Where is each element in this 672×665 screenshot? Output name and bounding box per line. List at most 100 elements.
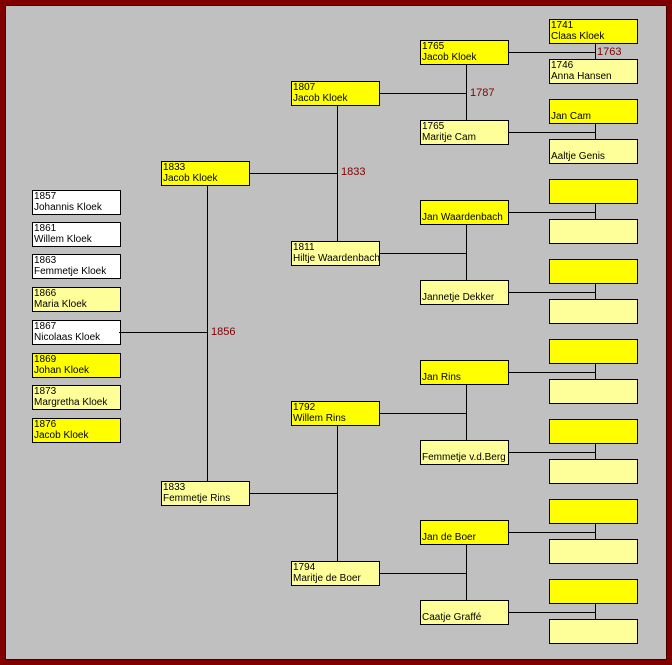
couple-line xyxy=(466,65,467,120)
birth-year xyxy=(551,500,637,511)
couple-line xyxy=(337,426,338,561)
birth-year xyxy=(551,620,637,631)
person-name: Jannetje Dekker xyxy=(422,292,495,303)
person-box[interactable]: Jannetje Dekker xyxy=(420,280,509,305)
person-name: Willem Kloek xyxy=(34,234,92,245)
birth-year: 1794 xyxy=(293,562,316,573)
person-name xyxy=(551,311,637,322)
birth-year: 1765 xyxy=(422,41,445,52)
connector xyxy=(249,173,337,174)
person-name: Anna Hansen xyxy=(551,71,612,82)
couple-line xyxy=(595,364,596,379)
person-box[interactable]: Jan Waardenbach xyxy=(420,200,509,225)
person-box[interactable] xyxy=(549,339,638,364)
person-name: Aaltje Genis xyxy=(551,151,605,162)
person-name xyxy=(551,551,637,562)
birth-year: 1876 xyxy=(34,419,57,430)
marriage-year: 1833 xyxy=(341,166,366,178)
person-name: Maritje Cam xyxy=(422,132,476,143)
person-name: Jacob Kloek xyxy=(163,173,218,184)
birth-year xyxy=(551,580,637,591)
person-name xyxy=(551,271,637,282)
person-name: Caatje Graffé xyxy=(422,612,482,623)
person-name xyxy=(551,511,637,522)
person-box[interactable]: Femmetje v.d.Berg xyxy=(420,440,509,465)
connector xyxy=(379,573,466,574)
person-box[interactable] xyxy=(549,259,638,284)
couple-line xyxy=(595,524,596,539)
person-name: Jan Rins xyxy=(422,372,461,383)
person-name xyxy=(551,631,637,642)
person-box[interactable] xyxy=(549,299,638,324)
birth-year xyxy=(551,420,637,431)
birth-year xyxy=(551,300,637,311)
person-name: Claas Kloek xyxy=(551,31,605,42)
couple-line xyxy=(466,545,467,600)
birth-year: 1811 xyxy=(293,242,315,253)
person-name: Maritje de Boer xyxy=(293,573,361,584)
marriage-year: 1763 xyxy=(597,46,622,58)
couple-line xyxy=(595,444,596,459)
birth-year: 1792 xyxy=(293,402,316,413)
parents-couple-line xyxy=(207,186,208,481)
person-name: Femmetje v.d.Berg xyxy=(422,452,506,463)
birth-year: 1741 xyxy=(551,20,574,31)
couple-line xyxy=(466,385,467,440)
birth-year: 1833 xyxy=(163,482,186,493)
person-box[interactable] xyxy=(549,219,638,244)
person-box[interactable] xyxy=(549,619,638,644)
person-name xyxy=(551,191,637,202)
marriage-year: 1787 xyxy=(470,87,495,99)
birth-year: 1861 xyxy=(34,223,57,234)
person-box[interactable] xyxy=(549,579,638,604)
birth-year xyxy=(422,361,508,372)
person-box[interactable]: Caatje Graffé xyxy=(420,600,509,625)
couple-line xyxy=(595,124,596,139)
person-box[interactable]: Jan Rins xyxy=(420,360,509,385)
person-box[interactable]: Aaltje Genis xyxy=(549,139,638,164)
birth-year xyxy=(422,441,508,452)
birth-year xyxy=(551,220,637,231)
person-box[interactable] xyxy=(549,179,638,204)
person-name: Femmetje Kloek xyxy=(34,266,107,277)
person-box[interactable]: Jan Cam xyxy=(549,99,638,124)
birth-year xyxy=(551,340,637,351)
connector xyxy=(508,292,595,293)
person-name: Jacob Kloek xyxy=(293,93,348,104)
couple-line xyxy=(595,284,596,299)
person-box[interactable] xyxy=(549,459,638,484)
person-box[interactable] xyxy=(549,499,638,524)
person-name: Jan de Boer xyxy=(422,532,476,543)
person-name: Johannis Kloek xyxy=(34,202,102,213)
person-box[interactable] xyxy=(549,419,638,444)
birth-year: 1867 xyxy=(34,321,57,332)
marriage-year: 1856 xyxy=(211,326,236,338)
couple-line xyxy=(595,204,596,219)
connector xyxy=(249,493,337,494)
birth-year: 1863 xyxy=(34,255,57,266)
person-box[interactable] xyxy=(549,539,638,564)
person-box[interactable] xyxy=(549,379,638,404)
connector xyxy=(508,612,595,613)
birth-year xyxy=(422,201,508,212)
person-box[interactable]: Jan de Boer xyxy=(420,520,509,545)
person-name: Jacob Kloek xyxy=(34,430,89,441)
